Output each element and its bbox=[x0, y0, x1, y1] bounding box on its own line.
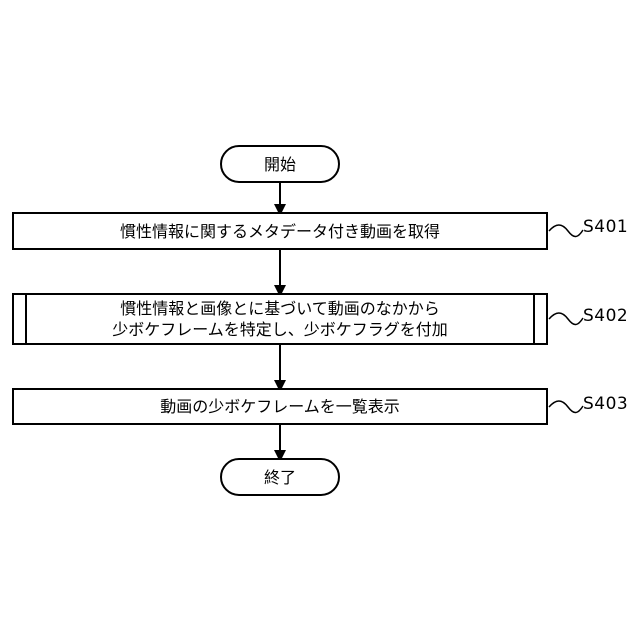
step-s402-box: 慣性情報と画像とに基づいて動画のなかから 少ボケフレームを特定し、少ボケフラグを… bbox=[12, 293, 548, 345]
end-label: 終了 bbox=[264, 467, 296, 488]
step-s401-text: 慣性情報に関するメタデータ付き動画を取得 bbox=[120, 221, 440, 242]
step-s402-text-line2: 少ボケフレームを特定し、少ボケフラグを付加 bbox=[112, 319, 448, 340]
step-s402-label: S402 bbox=[583, 306, 628, 326]
leader-s402 bbox=[549, 313, 583, 325]
step-s403-box: 動画の少ボケフレームを一覧表示 bbox=[12, 388, 548, 425]
start-label: 開始 bbox=[264, 154, 296, 175]
start-terminal: 開始 bbox=[220, 145, 340, 183]
step-s403-text: 動画の少ボケフレームを一覧表示 bbox=[160, 396, 400, 417]
end-terminal: 終了 bbox=[220, 458, 340, 496]
step-s402-text-line1: 慣性情報と画像とに基づいて動画のなかから bbox=[120, 298, 440, 319]
leader-s403 bbox=[549, 401, 583, 413]
step-s401-box: 慣性情報に関するメタデータ付き動画を取得 bbox=[12, 212, 548, 250]
step-s403-label: S403 bbox=[583, 394, 628, 414]
leader-s401 bbox=[549, 225, 583, 237]
step-s401-label: S401 bbox=[583, 217, 628, 237]
